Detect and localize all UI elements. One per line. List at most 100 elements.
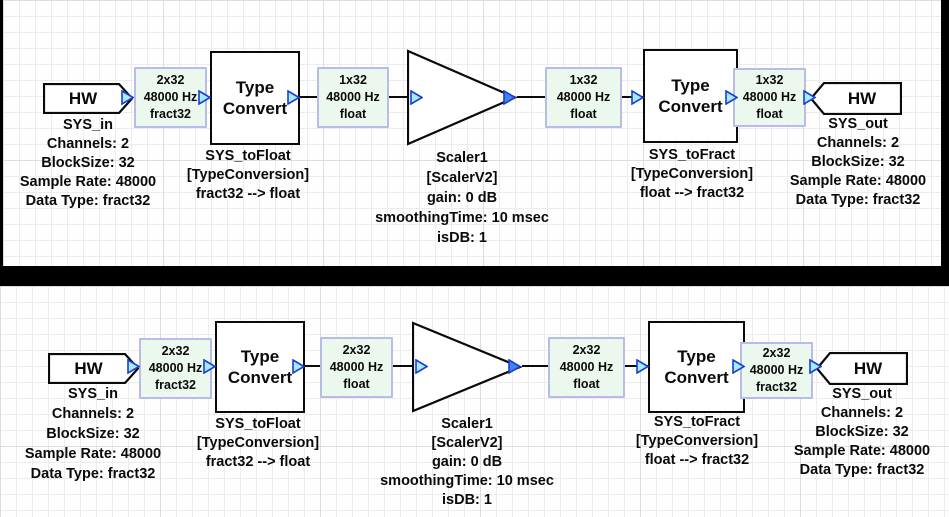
wire-format-line: float: [756, 107, 783, 121]
input-pin-icon[interactable]: [809, 359, 822, 374]
block-title-line: Convert: [227, 368, 293, 387]
hw-out-annotation: Sample Rate: 48000: [789, 173, 927, 189]
block-title-line: Convert: [658, 97, 723, 116]
output-pin-icon[interactable]: [732, 359, 745, 374]
output-pin-icon[interactable]: [121, 90, 134, 105]
conv1-annotation: fract32 --> float: [195, 186, 301, 202]
wire-format-line: 1x32: [569, 73, 598, 87]
wire-format-line: 1x32: [339, 73, 367, 87]
scaler-gain-block[interactable]: [412, 321, 522, 413]
scaler-annotation: smoothingTime: 10 msec: [375, 210, 549, 226]
block-title-line: Type: [671, 76, 710, 95]
wire-format-line: 48000 Hz: [556, 90, 611, 104]
signal-wire[interactable]: [305, 365, 320, 367]
conv2-annotation: float --> fract32: [639, 185, 745, 201]
conv2-annotation: [TypeConversion]: [635, 433, 759, 449]
wire-format-line: 48000 Hz: [143, 90, 198, 104]
wire-format-label[interactable]: 1x32 48000 Hz float: [317, 67, 389, 128]
signal-wire[interactable]: [522, 365, 548, 367]
wire-format-line: 2x32: [161, 344, 190, 358]
hw-in-annotation: Sample Rate: 48000: [24, 446, 162, 462]
output-pin-icon[interactable]: [725, 90, 738, 105]
hw-in-annotation: Channels: 2: [46, 136, 130, 152]
hw-in-annotation: Channels: 2: [51, 406, 135, 422]
wire-format-line: 48000 Hz: [742, 90, 797, 104]
scaler-annotation: isDB: 1: [437, 230, 487, 246]
output-pin-icon[interactable]: [508, 359, 521, 374]
hw-in-annotation: Data Type: fract32: [30, 466, 156, 482]
wire-format-line: 2x32: [762, 346, 791, 360]
hw-output-block[interactable]: HW: [816, 352, 908, 385]
scaler-annotation: [ScalerV2]: [426, 170, 498, 186]
hw-out-annotation: SYS_out: [832, 386, 892, 402]
hw-in-annotation: SYS_in: [68, 386, 118, 402]
signal-wire[interactable]: [300, 96, 317, 98]
hw-in-annotation: BlockSize: 32: [41, 155, 135, 171]
wire-format-line: float: [339, 107, 367, 121]
block-label: HW: [847, 88, 877, 108]
block-label: HW: [74, 358, 103, 378]
wire-format-line: 48000 Hz: [326, 90, 380, 104]
conv1-annotation: SYS_toFloat: [205, 148, 291, 164]
block-title-line: Convert: [664, 368, 729, 387]
scaler-annotation: gain: 0 dB: [426, 190, 498, 206]
input-pin-icon[interactable]: [203, 359, 216, 374]
hw-out-annotation: Data Type: fract32: [795, 192, 921, 208]
hw-input-block[interactable]: HW: [43, 83, 133, 114]
wire-format-line: 48000 Hz: [749, 363, 804, 377]
wire-format-label[interactable]: 2x32 48000 Hz fract32: [740, 342, 813, 399]
wire-format-line: 2x32: [342, 343, 371, 357]
block-title-line: Type: [677, 347, 716, 366]
conv2-annotation: SYS_toFract: [653, 414, 741, 430]
output-pin-icon[interactable]: [287, 90, 300, 105]
scaler-annotation: isDB: 1: [442, 492, 492, 508]
block-title-line: Type: [240, 347, 280, 366]
hw-in-annotation: SYS_in: [63, 117, 113, 133]
conv1-annotation: SYS_toFloat: [215, 416, 301, 432]
signal-wire[interactable]: [389, 96, 407, 98]
hw-input-block[interactable]: HW: [48, 353, 139, 384]
wire-format-line: 2x32: [572, 343, 601, 357]
scaler-annotation: smoothingTime: 10 msec: [380, 473, 554, 489]
block-label: HW: [68, 88, 98, 108]
wire-format-line: 48000 Hz: [559, 360, 614, 374]
hw-output-block[interactable]: HW: [810, 82, 902, 115]
wire-format-line: float: [343, 377, 370, 391]
input-pin-icon[interactable]: [410, 90, 423, 105]
output-pin-icon[interactable]: [292, 359, 305, 374]
input-pin-icon[interactable]: [631, 90, 644, 105]
conv1-annotation: [TypeConversion]: [186, 167, 310, 183]
hw-out-annotation: Sample Rate: 48000: [793, 443, 931, 459]
wire-format-line: fract32: [756, 380, 797, 394]
input-pin-icon[interactable]: [415, 359, 428, 374]
input-pin-icon[interactable]: [198, 90, 211, 105]
scaler-annotation: [ScalerV2]: [431, 435, 503, 451]
output-pin-icon[interactable]: [503, 90, 516, 105]
conv2-annotation: [TypeConversion]: [630, 166, 754, 182]
output-pin-icon[interactable]: [127, 359, 140, 374]
diagram-panel-top: [3, 0, 941, 266]
hw-in-annotation: BlockSize: 32: [46, 426, 140, 442]
input-pin-icon[interactable]: [803, 90, 816, 105]
signal-wire[interactable]: [393, 365, 412, 367]
hw-in-annotation: Sample Rate: 48000: [19, 174, 157, 190]
hw-out-annotation: Data Type: fract32: [799, 462, 925, 478]
signal-wire[interactable]: [517, 96, 545, 98]
scaler-gain-block[interactable]: [407, 49, 517, 146]
conv2-annotation: float --> fract32: [644, 452, 750, 468]
hw-in-annotation: Data Type: fract32: [25, 193, 151, 209]
wire-format-label[interactable]: 1x32 48000 Hz float: [733, 68, 806, 127]
wire-format-line: fract32: [155, 378, 196, 392]
block-title-line: Type: [235, 78, 275, 97]
hw-out-annotation: SYS_out: [828, 116, 888, 132]
wire-format-line: 1x32: [755, 73, 784, 87]
input-pin-icon[interactable]: [636, 359, 649, 374]
